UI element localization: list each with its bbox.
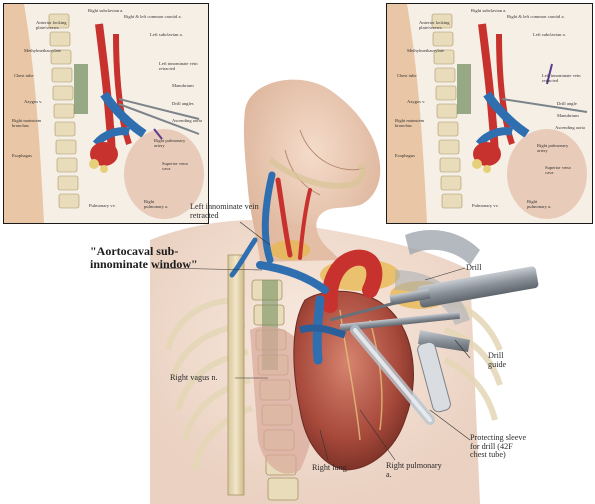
- inset-left-label-right-pulm-artery: Right pulmonary artery: [154, 138, 186, 148]
- veins: [229, 171, 329, 365]
- inset-right-label-chest-tube: Chest tube: [397, 73, 417, 78]
- inset-right-label-drill-angle: Drill angle: [557, 101, 577, 106]
- inset-right-label-manubrium: Manubrium: [557, 113, 579, 118]
- inset-right-label-left-innominate: Left innominate vein retracted: [542, 73, 581, 83]
- inset-left-label-right-pulmonary-a: Right pulmonary a.: [144, 199, 169, 209]
- label-right-pulmonary-a: Right pulmonary a.: [386, 461, 442, 479]
- inset-left-label-ascending-aorta: Ascending aorta: [172, 118, 202, 123]
- inset-left-label-right-mainstem: Right mainstem bronchus: [12, 118, 42, 128]
- inset-right-label-anterior-plate: Anterior locking plate/screws: [419, 20, 450, 30]
- label-right-lung: Right lung: [312, 463, 347, 472]
- drill-guide-instrument: [339, 311, 470, 413]
- aorta: [321, 249, 383, 313]
- inset-left-label-azygos: Azygos v.: [24, 99, 43, 104]
- inset-right-illustration: [387, 4, 588, 223]
- inset-left-label-right-subclavian: Right subclavian a.: [88, 8, 124, 13]
- inset-left-panel: Right subclavian a. Right & left common …: [3, 3, 209, 224]
- inset-right-label-left-subclavian: Left subclavian a.: [533, 32, 566, 37]
- inset-right-label-right-subclavian: Right subclavian a.: [471, 8, 507, 13]
- inset-right-label-azygos: Azygos v.: [407, 99, 426, 104]
- inset-left-label-pulmonary-vv: Pulmonary vv.: [89, 203, 116, 208]
- neck-arteries: [275, 177, 312, 260]
- inset-right-label-carotid: Right & left common carotid a.: [507, 14, 565, 19]
- label-left-innominate-vein: Left innominate vein retracted: [190, 202, 259, 220]
- inset-right-label-svc: Superior vena cava: [545, 165, 571, 175]
- inset-right-label-methylmethacrylate: Methylmethacrylate: [407, 48, 444, 53]
- label-right-vagus: Right vagus n.: [170, 373, 218, 382]
- inset-right-label-esophagus: Esophagus: [395, 153, 415, 158]
- label-protecting-sleeve: Protecting sleeve for drill (42F chest t…: [470, 433, 527, 460]
- inset-left-label-esophagus: Esophagus: [12, 153, 32, 158]
- protecting-sleeve: [350, 325, 435, 425]
- inset-right-label-pulmonary-vv: Pulmonary vv.: [472, 203, 499, 208]
- leader-lines: [154, 221, 471, 461]
- inset-right-label-ascending-aorta: Ascending aorta: [555, 125, 585, 130]
- inset-right-label-right-pulmonary-a: Right pulmonary a.: [527, 199, 552, 209]
- inset-left-label-chest-tube: Chest tube: [14, 73, 34, 78]
- heart: [293, 290, 414, 471]
- coronary-vessels: [339, 309, 383, 441]
- inset-left-label-svc: Superior vena cava: [162, 161, 188, 171]
- inset-left-label-manubrium: Manubrium: [172, 83, 194, 88]
- head-neck: [243, 79, 381, 262]
- label-aortocaval-window: "Aortocaval sub-innominate window": [90, 244, 198, 272]
- inset-right-label-right-pulm-artery: Right pulmonary artery: [537, 143, 569, 153]
- label-drill-guide: Drill guide: [488, 351, 507, 369]
- label-drill: Drill: [466, 263, 482, 272]
- inset-right-panel: Right subclavian a. Right & left common …: [386, 3, 593, 224]
- inset-left-label-methylmethacrylate: Methylmethacrylate: [24, 48, 61, 53]
- inset-left-label-anterior-plate: Anterior locking plate/screws: [36, 20, 67, 30]
- inset-right-label-right-mainstem: Right mainstem bronchus: [395, 118, 425, 128]
- inset-left-label-left-subclavian: Left subclavian a.: [150, 32, 183, 37]
- right-pulmonary-artery: [298, 324, 347, 339]
- inset-left-label-left-innominate: Left innominate vein retracted: [159, 61, 198, 71]
- inset-left-label-drill-angles: Drill angles: [172, 101, 194, 106]
- drill-instrument: [329, 266, 539, 322]
- inset-left-illustration: [4, 4, 204, 223]
- inset-left-label-carotid: Right & left common carotid a.: [124, 14, 182, 19]
